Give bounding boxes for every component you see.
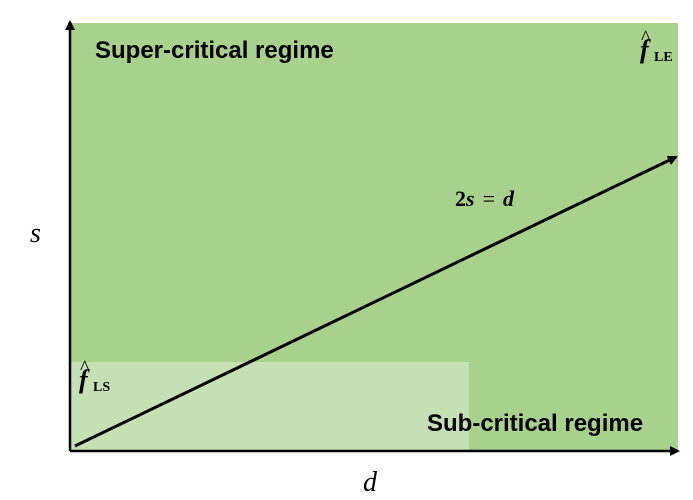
super-critical-label: Super-critical regime [95,37,334,64]
boundary-line [74,155,678,448]
f-le-hat: ^ [641,27,651,49]
equation-d: d [503,186,515,211]
f-ls-base: f [79,365,90,394]
f-ls-subscript: LS [93,380,110,395]
f-le-subscript: LE [654,50,673,65]
sub-critical-label: Sub-critical regime [427,410,643,437]
y-axis-label: s [30,218,41,249]
x-axis-label: d [363,467,378,498]
equation-equals: = [483,186,495,211]
f-le-label: ^ f LE [640,27,673,65]
sub-critical-region [70,362,469,451]
f-le-base: f [640,35,651,64]
f-ls-hat: ^ [80,357,90,379]
f-ls-label: ^ f LS [79,357,110,395]
equation-s: s [465,186,475,211]
line-equation-label: 2s = d [455,186,515,211]
equation-two: 2 [455,186,466,211]
